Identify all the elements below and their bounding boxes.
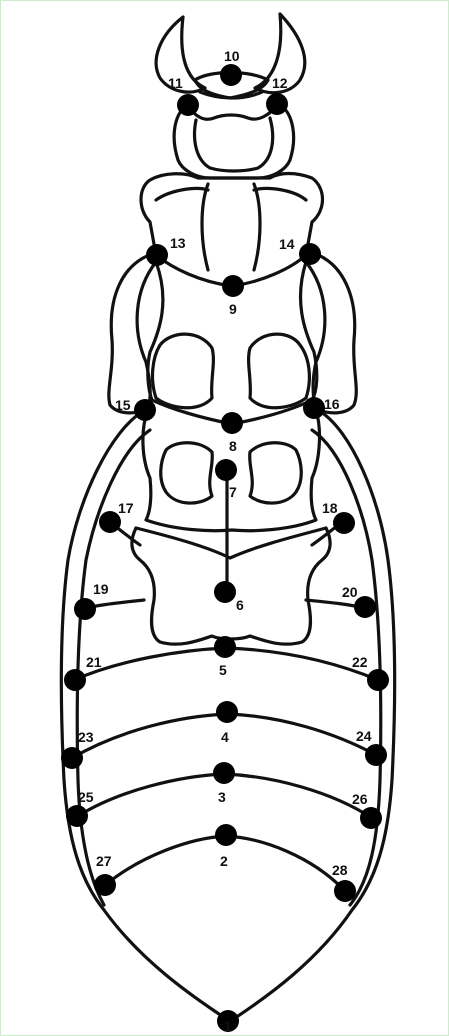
landmark-dot: [64, 669, 86, 691]
landmark-dot: [216, 701, 238, 723]
landmark-dot: [367, 669, 389, 691]
landmark-4: 4: [216, 701, 238, 745]
landmark-label: 27: [96, 853, 112, 869]
prosternum-right: [254, 184, 260, 270]
landmark-dot: [299, 243, 321, 265]
landmark-label: 7: [229, 484, 237, 500]
landmark-label: 4: [221, 729, 229, 745]
prothorax-inner: [156, 188, 306, 200]
landmark-label: 1: [224, 1018, 232, 1034]
landmark-label: 13: [170, 235, 186, 251]
landmark-dot: [66, 805, 88, 827]
landmark-dot: [365, 744, 387, 766]
landmark-dot: [146, 244, 168, 266]
landmark-label: 3: [218, 789, 226, 805]
landmark-label: 15: [115, 397, 131, 413]
landmark-dot: [360, 807, 382, 829]
landmark-dot: [177, 94, 199, 116]
head-inner: [195, 118, 273, 171]
landmark-label: 5: [219, 662, 227, 678]
landmark-label: 18: [322, 500, 338, 516]
landmark-1: 1: [217, 1010, 239, 1034]
prosternum-left: [202, 184, 208, 270]
landmark-label: 24: [356, 728, 372, 744]
sternite-ridge: [136, 528, 326, 558]
left-hind-coxa: [161, 443, 213, 503]
landmark-label: 14: [279, 236, 295, 252]
landmark-dot: [266, 93, 288, 115]
landmark-points: 1234567891011121314151617181920212223242…: [61, 48, 389, 1034]
landmark-dot: [214, 581, 236, 603]
right-mid-coxa: [249, 334, 310, 408]
landmark-dot: [303, 397, 325, 419]
landmark-label: 2: [220, 853, 228, 869]
landmark-label: 19: [93, 581, 109, 597]
landmark-label: 26: [352, 791, 368, 807]
landmark-2: 2: [215, 824, 237, 869]
left-mid-coxa: [153, 334, 214, 408]
landmark-label: 6: [236, 597, 244, 613]
landmark-dot: [220, 64, 242, 86]
landmark-dot: [134, 399, 156, 421]
landmark-label: 17: [118, 500, 134, 516]
landmark-label: 10: [224, 48, 240, 64]
landmark-3: 3: [213, 762, 235, 805]
landmark-dot: [94, 874, 116, 896]
landmark-label: 23: [78, 729, 94, 745]
landmark-dot: [334, 880, 356, 902]
landmark-label: 12: [272, 75, 288, 91]
landmark-label: 28: [332, 862, 348, 878]
landmark-dot: [74, 598, 96, 620]
landmark-20: 20: [342, 584, 376, 618]
landmark-27: 27: [94, 853, 116, 896]
landmark-label: 25: [78, 789, 94, 805]
landmark-dot: [222, 275, 244, 297]
prothorax: [141, 174, 323, 287]
landmark-6: 6: [214, 581, 244, 613]
landmark-label: 22: [352, 654, 368, 670]
landmark-label: 21: [86, 654, 102, 670]
landmark-5: 5: [214, 636, 236, 678]
right-hind-coxa: [250, 443, 302, 503]
landmark-17: 17: [99, 500, 134, 533]
landmark-10: 10: [220, 48, 242, 86]
landmark-label: 9: [229, 301, 237, 317]
landmark-16: 16: [303, 396, 340, 419]
landmark-dot: [215, 824, 237, 846]
landmark-12: 12: [266, 75, 288, 115]
landmark-dot: [213, 762, 235, 784]
landmark-label: 20: [342, 584, 358, 600]
landmark-dot: [215, 459, 237, 481]
landmark-9: 9: [222, 275, 244, 317]
landmark-label: 16: [324, 396, 340, 412]
landmark-label: 8: [229, 438, 237, 454]
landmark-dot: [61, 747, 83, 769]
landmark-19: 19: [74, 581, 109, 620]
landmark-8: 8: [221, 412, 243, 454]
landmark-label: 11: [168, 75, 183, 91]
landmark-dot: [214, 636, 236, 658]
landmark-dot: [221, 412, 243, 434]
